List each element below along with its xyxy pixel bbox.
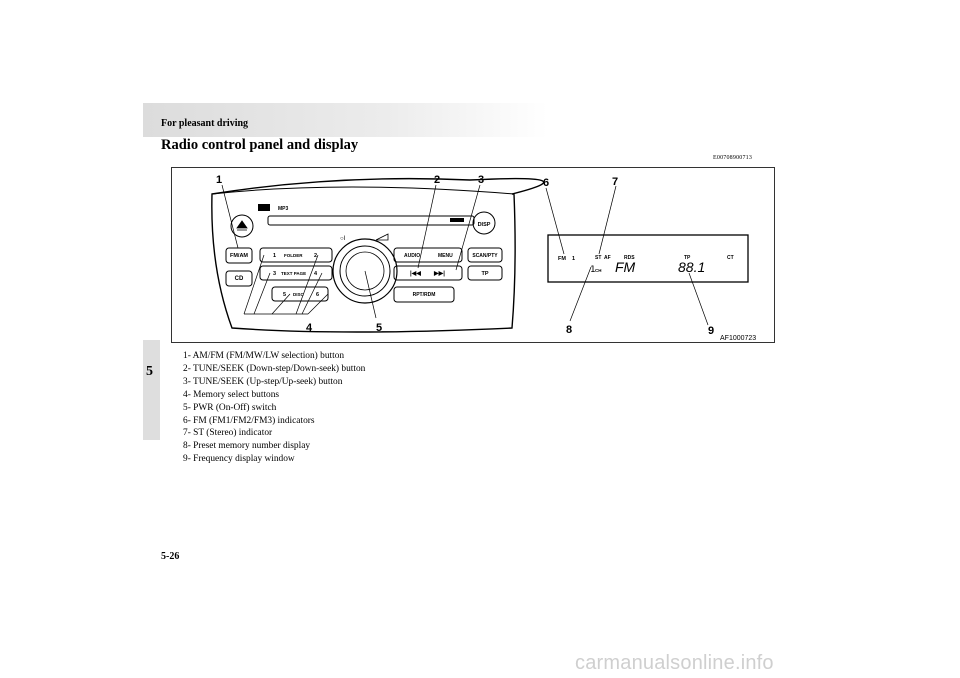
reference-code: E00708900713 xyxy=(713,155,753,161)
tp-indicator: TP xyxy=(684,255,691,261)
legend-item: 3- TUNE/SEEK (Up-step/Up-seek) button xyxy=(183,376,343,387)
legend-item: 7- ST (Stereo) indicator xyxy=(183,428,273,439)
text-page-label: TEXT PAGE xyxy=(281,271,306,276)
radio-panel-figure: MP3 DISP FM/AM CD 1 FOLDER 2 3 TEXT PAGE… xyxy=(171,167,775,343)
preset-row-1[interactable] xyxy=(259,247,333,263)
preset-digit-display: 1 xyxy=(590,265,595,275)
display-window xyxy=(547,234,749,283)
callout-numbers: 1 2 3 4 5 6 7 8 9 xyxy=(216,174,714,337)
disp-button[interactable] xyxy=(472,211,496,235)
st-indicator: ST xyxy=(595,255,601,261)
mp3-logo-text: MP3 xyxy=(278,206,289,212)
legend-item: 1- AM/FM (FM/MW/LW selection) button xyxy=(183,351,345,361)
band-segment-text: FM xyxy=(615,259,636,275)
folder-label: FOLDER xyxy=(284,253,303,258)
callout-4: 4 xyxy=(306,322,313,334)
legend-item: 6- FM (FM1/FM2/FM3) indicators xyxy=(183,415,315,426)
cd-button[interactable] xyxy=(225,270,253,287)
fm-am-label: FM/AM xyxy=(230,253,248,259)
tp-button[interactable] xyxy=(467,265,503,281)
cd-label: CD xyxy=(235,276,244,282)
menu-label: MENU xyxy=(438,253,453,259)
cd-slot xyxy=(267,215,475,226)
legend-item: 8- Preset memory number display xyxy=(183,441,311,452)
preset-6-label: 6 xyxy=(316,292,319,298)
callout-7: 7 xyxy=(612,176,618,188)
radio-panel-illustration: MP3 DISP FM/AM CD 1 FOLDER 2 3 TEXT PAGE… xyxy=(211,174,756,342)
ct-indicator: CT xyxy=(727,255,734,261)
chapter-side-tab xyxy=(143,340,160,440)
section-label: For pleasant driving xyxy=(161,118,249,129)
chapter-number: 5 xyxy=(146,364,153,379)
callout-9: 9 xyxy=(708,325,714,337)
page-title: Radio control panel and display xyxy=(161,137,359,153)
preset-3-label: 3 xyxy=(273,271,276,277)
ch-indicator: CH xyxy=(595,268,602,273)
pwr-volume-knob[interactable] xyxy=(332,238,398,304)
legend-list: 1- AM/FM (FM/MW/LW selection) button 2- … xyxy=(183,350,365,466)
callout-2: 2 xyxy=(434,174,440,186)
rpt-rdm-button[interactable] xyxy=(393,286,455,303)
preset-1-label: 1 xyxy=(273,253,276,259)
audio-menu-button[interactable] xyxy=(393,247,463,263)
seek-up-icon: ▶▶| xyxy=(433,270,445,277)
callout-leader-lines xyxy=(221,184,709,326)
frequency-segment-text: 88.1 xyxy=(678,259,705,275)
af-indicator: AF xyxy=(604,255,611,261)
callout-5: 5 xyxy=(376,322,382,334)
fm-am-button[interactable] xyxy=(225,247,253,264)
watermark-link[interactable]: carmanualsonline.info xyxy=(575,652,774,674)
header-band xyxy=(143,103,548,137)
disc-label: DISC xyxy=(293,292,305,297)
eject-icon xyxy=(236,220,248,231)
seek-down-icon: |◀◀ xyxy=(410,270,421,277)
volume-icon xyxy=(375,233,389,241)
callout-1: 1 xyxy=(216,174,222,186)
rds-indicator: RDS xyxy=(624,255,635,261)
fm-indicator: FM xyxy=(558,256,566,262)
figure-id: AF1000723 xyxy=(720,335,756,342)
legend-item: 2- TUNE/SEEK (Down-step/Down-seek) butto… xyxy=(183,363,366,374)
preset-4-label: 4 xyxy=(314,271,318,277)
fm-band-number: 1 xyxy=(572,256,575,262)
preset-5-label: 5 xyxy=(283,292,286,298)
scan-pty-button[interactable] xyxy=(467,247,503,263)
mp3-logo xyxy=(258,204,270,211)
page-number: 5-26 xyxy=(161,551,180,562)
preset-row-2[interactable] xyxy=(259,265,333,281)
callout-3: 3 xyxy=(478,174,484,186)
tp-label: TP xyxy=(481,271,488,277)
seek-button[interactable] xyxy=(393,265,463,281)
legend-item: 9- Frequency display window xyxy=(183,454,295,465)
legend-item: 5- PWR (On-Off) switch xyxy=(183,402,277,413)
legend-item: 4- Memory select buttons xyxy=(183,389,280,400)
callout-6: 6 xyxy=(543,177,549,189)
power-icon: ○I xyxy=(340,236,346,242)
head-unit-outline xyxy=(211,177,545,333)
eject-button[interactable] xyxy=(230,214,254,238)
rpt-rdm-label: RPT/RDM xyxy=(413,292,436,298)
disp-label: DISP xyxy=(478,222,491,228)
callout-8: 8 xyxy=(566,324,572,336)
scan-pty-label: SCAN/PTY xyxy=(472,253,498,259)
preset-2-label: 2 xyxy=(314,253,317,259)
audio-label: AUDIO xyxy=(404,253,420,259)
